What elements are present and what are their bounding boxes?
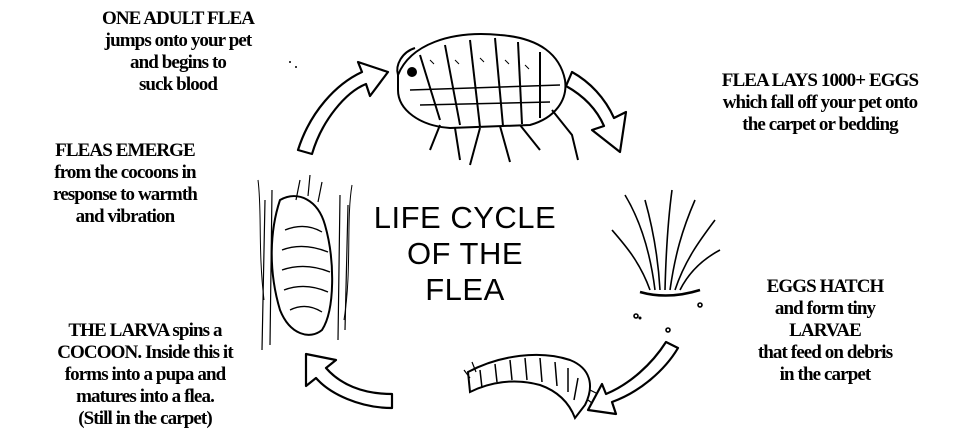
stage-adult-text: jumps onto your pet [48,30,308,52]
title-line-1: LIFE CYCLE [365,200,565,236]
stage-larvae-text: LARVAE [705,320,945,342]
stage-eggs-text: which fall off your pet onto [680,92,960,114]
title-line-2: OF THE [365,236,565,272]
stage-adult-text: suck blood [48,74,308,96]
stage-cocoon-text: COCOON. Inside this it [0,342,290,364]
stage-emerge-text: response to warmth [0,184,250,206]
stage-larvae-text: in the carpet [705,364,945,386]
stage-adult-text: and begins to [48,52,308,74]
larva-illustration [464,355,598,418]
diagram-title: LIFE CYCLE OF THE FLEA [365,200,565,308]
stage-adult-lead: ONE ADULT FLEA [48,8,308,30]
stage-adult-label: ONE ADULT FLEA jumps onto your pet and b… [48,8,308,96]
stage-cocoon-text: THE LARVA spins a [0,320,290,342]
stage-eggs-label: FLEA LAYS 1000+ EGGS which fall off your… [680,70,960,136]
stage-larvae-label: EGGS HATCH and form tiny LARVAE that fee… [705,276,945,386]
stage-cocoon-text: forms into a pupa and [0,364,290,386]
adult-flea-illustration [397,34,578,165]
stage-emerge-label: FLEAS EMERGE from the cocoons in respons… [0,140,250,228]
stage-larvae-text: EGGS HATCH [705,276,945,298]
title-line-3: FLEA [365,272,565,308]
stage-eggs-text: the carpet or bedding [680,114,960,136]
stage-emerge-text: from the cocoons in [0,162,250,184]
eggs-in-carpet-illustration [612,190,720,332]
stage-emerge-text: and vibration [0,206,250,228]
stage-eggs-lead: FLEA LAYS 1000+ EGGS [680,70,960,92]
stage-cocoon-label: THE LARVA spins a COCOON. Inside this it… [0,320,290,430]
stage-larvae-text: and form tiny [705,298,945,320]
stage-larvae-text: that feed on debris [705,342,945,364]
stage-cocoon-text: (Still in the carpet) [0,408,290,430]
stage-emerge-lead: FLEAS EMERGE [0,140,250,162]
stage-cocoon-text: matures into a flea. [0,386,290,408]
